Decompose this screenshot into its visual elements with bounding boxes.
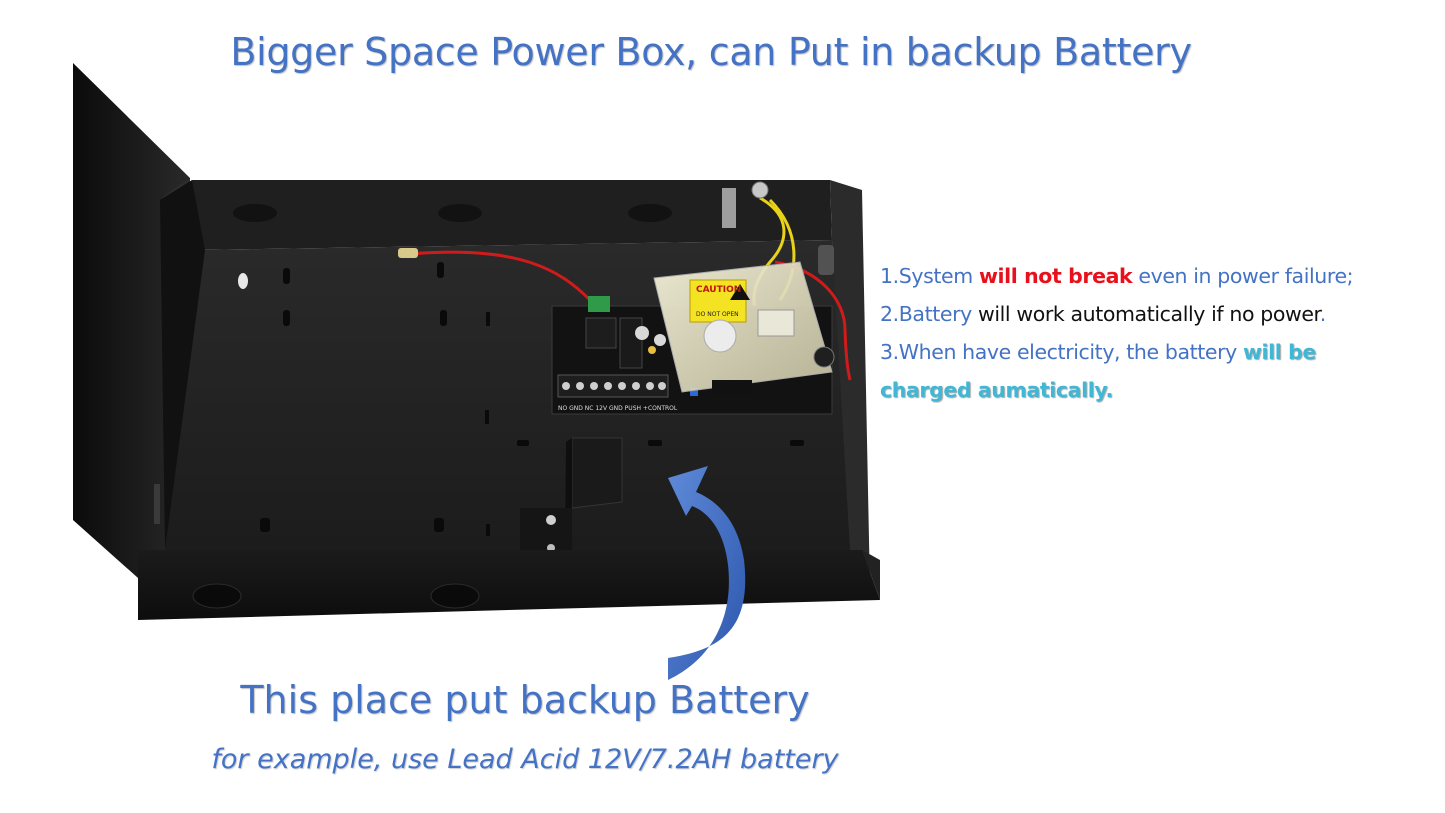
battery-bracket [571, 437, 623, 509]
feature-3-continuation: charged aumatically. [880, 378, 1113, 402]
battery-callout-title: This place put backup Battery [240, 678, 810, 722]
terminal-block [557, 374, 669, 398]
curved-arrow [668, 466, 746, 680]
caution-label: CAUTION [696, 285, 741, 295]
do-not-open-label: DO NOT OPEN [696, 311, 739, 318]
battery-callout-subtitle: for example, use Lead Acid 12V/7.2AH bat… [211, 744, 839, 775]
feature-1: 1.System will not break even in power fa… [880, 264, 1354, 288]
feature-2: 2.Battery will work automatically if no … [880, 302, 1326, 326]
terminal-labels: NO GND NC 12V GND PUSH +CONTROL [558, 405, 678, 412]
box-front-wall [138, 550, 880, 620]
feature-3: 3.When have electricity, the battery wil… [880, 340, 1316, 364]
headline: Bigger Space Power Box, can Put in backu… [230, 30, 1192, 74]
feature-list: 1.System will not break even in power fa… [880, 257, 1420, 409]
box-back-wall [192, 180, 832, 250]
box-lid [73, 63, 190, 600]
